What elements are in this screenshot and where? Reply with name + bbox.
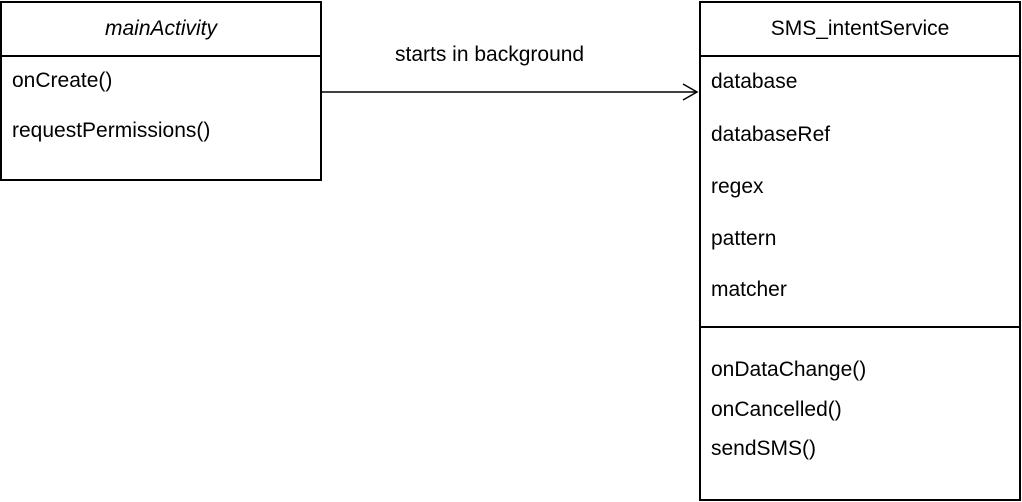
sms-intent-service-class[interactable]: SMS_intentService database databaseRef r…	[699, 1, 1021, 501]
arrowhead-icon	[682, 83, 699, 101]
method-ondatachange: onDataChange()	[711, 358, 867, 381]
main-activity-class-name: mainActivity	[2, 3, 320, 57]
compartment-divider	[701, 326, 1019, 328]
main-activity-method-requestpermissions: requestPermissions()	[12, 119, 211, 142]
association-label: starts in background	[395, 43, 585, 66]
attribute-regex: regex	[711, 175, 764, 198]
attribute-database: database	[711, 70, 798, 93]
main-activity-method-oncreate: onCreate()	[12, 69, 113, 92]
attribute-databaseref: databaseRef	[711, 123, 831, 146]
method-sendsms: sendSMS()	[711, 437, 817, 460]
method-oncancelled: onCancelled()	[711, 398, 842, 421]
attribute-matcher: matcher	[711, 278, 787, 301]
sms-intent-service-class-name: SMS_intentService	[701, 3, 1019, 57]
main-activity-class[interactable]: mainActivity onCreate() requestPermissio…	[0, 1, 322, 181]
attribute-pattern: pattern	[711, 227, 777, 250]
